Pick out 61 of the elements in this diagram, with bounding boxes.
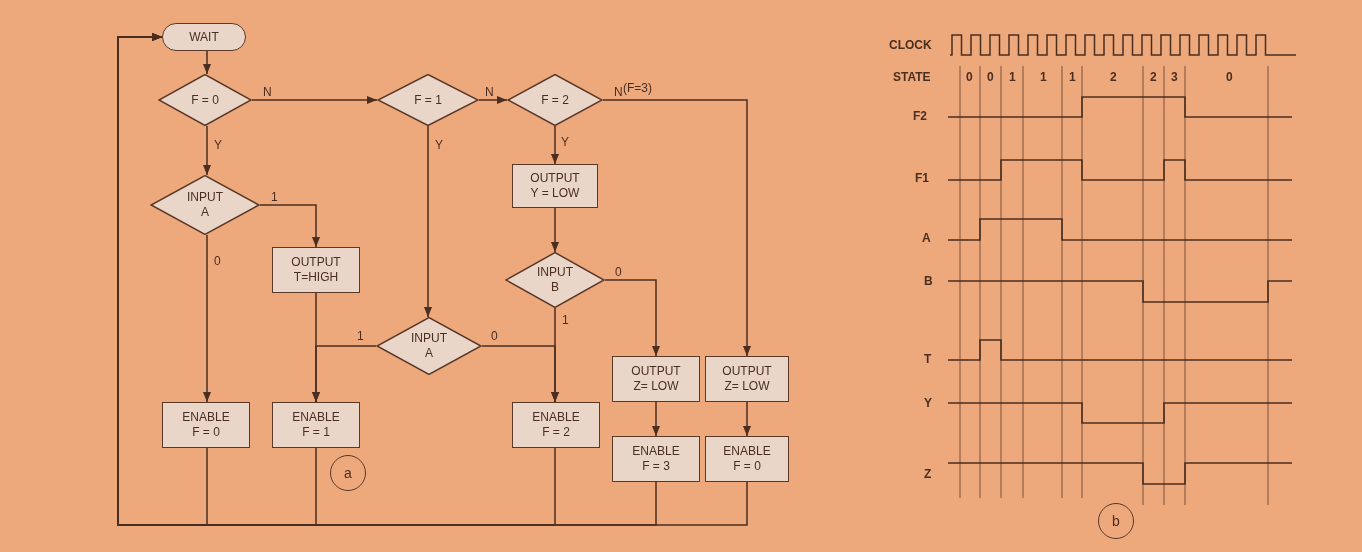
arrow — [259, 204, 321, 248]
decision-diamond: INPUT A — [150, 175, 260, 235]
signal-name: Z — [924, 468, 932, 481]
edge-label: 0 — [213, 255, 222, 268]
edge-label: N — [484, 86, 495, 99]
state-value: 0 — [966, 71, 973, 84]
decision-diamond: F = 2 — [507, 74, 603, 126]
process-box: OUTPUT Z= LOW — [612, 356, 700, 402]
process-box: ENABLE F = 2 — [512, 402, 600, 448]
arrow — [602, 99, 752, 357]
signal-name: A — [922, 232, 931, 245]
arrow — [550, 207, 560, 253]
arrow — [478, 95, 508, 105]
state-value: 3 — [1171, 71, 1178, 84]
edge-label: Y — [213, 139, 223, 152]
edge-label: Y — [560, 136, 570, 149]
signal-name: B — [924, 275, 933, 288]
state-value: 0 — [987, 71, 994, 84]
arrow — [423, 125, 433, 318]
decision-diamond: INPUT B — [505, 252, 605, 308]
signal-name: Y — [924, 397, 932, 410]
process-box: ENABLE F = 1 — [272, 402, 360, 448]
arrow — [742, 401, 752, 437]
start-terminal: WAIT — [162, 23, 246, 51]
decision-diamond: INPUT A — [376, 317, 482, 375]
arrow — [202, 234, 212, 403]
state-value: 2 — [1110, 71, 1117, 84]
process-box: OUTPUT T=HIGH — [272, 247, 360, 293]
arrow — [651, 401, 661, 437]
edge-label: 1 — [270, 191, 279, 204]
edge-label: Y — [434, 139, 444, 152]
condition-label: (F=3) — [622, 82, 653, 95]
decision-diamond: F = 1 — [377, 74, 479, 126]
arrow — [550, 307, 560, 403]
edge-label: 0 — [614, 266, 623, 279]
signal-name: T — [924, 353, 932, 366]
arrow — [550, 125, 560, 165]
arrow — [251, 95, 378, 105]
edge-label: N — [262, 86, 273, 99]
state-value: 0 — [1226, 71, 1233, 84]
state-value: 1 — [1009, 71, 1016, 84]
signal-name: F1 — [915, 172, 929, 185]
process-box: ENABLE F = 0 — [162, 402, 250, 448]
process-box: ENABLE F = 3 — [612, 436, 700, 482]
arrow — [202, 125, 212, 176]
arrow — [311, 345, 377, 403]
signal-name: CLOCK — [889, 39, 932, 52]
state-value: 2 — [1150, 71, 1157, 84]
edge-label: 0 — [490, 330, 499, 343]
state-value: 1 — [1040, 71, 1047, 84]
process-box: OUTPUT Z= LOW — [705, 356, 789, 402]
edge-label: 1 — [356, 330, 365, 343]
decision-diamond: F = 0 — [158, 74, 252, 126]
process-box: OUTPUT Y = LOW — [512, 164, 598, 208]
arrow — [202, 50, 212, 75]
arrow — [604, 279, 661, 357]
process-box: ENABLE F = 0 — [705, 436, 789, 482]
signal-name: F2 — [913, 110, 927, 123]
signal-name: STATE — [893, 71, 931, 84]
edge-label: 1 — [561, 314, 570, 327]
state-value: 1 — [1069, 71, 1076, 84]
